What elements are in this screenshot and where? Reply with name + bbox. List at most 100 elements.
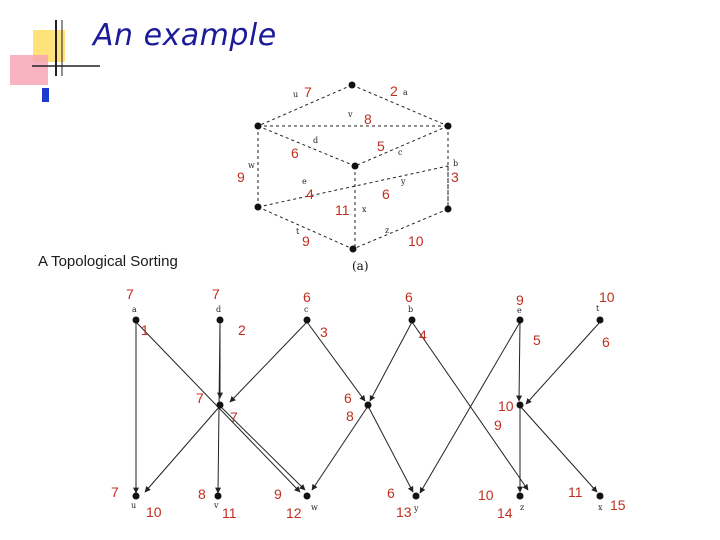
bottom-node-num: 9 — [274, 486, 282, 502]
edge-weight: 6 — [291, 145, 299, 161]
sort-node — [516, 401, 524, 409]
node-label: d — [313, 136, 318, 145]
sort-node — [132, 492, 140, 500]
node-label: a — [403, 88, 408, 97]
top-node-num: 6 — [405, 289, 413, 305]
bottom-node-idx: 10 — [146, 504, 162, 520]
sort-edge — [516, 321, 523, 402]
edge-a — [354, 125, 449, 167]
graph-a-node-labels: u a v d c e b w y x t z — [248, 88, 458, 236]
edge-weight: 2 — [390, 83, 398, 99]
edge-a — [352, 208, 449, 250]
node-label: z — [385, 226, 389, 235]
bottom-node-num: 8 — [198, 486, 206, 502]
mid-node-sub: 8 — [346, 408, 354, 424]
sorting-edge-numbers: 1 2 3 4 5 6 — [141, 322, 610, 350]
top-node-label: c — [304, 305, 309, 314]
edge-a — [257, 125, 356, 167]
edge-weight: 3 — [451, 169, 459, 185]
node-a-left — [254, 122, 262, 130]
node-a-bottom — [349, 245, 357, 253]
edge-weight: 10 — [408, 233, 424, 249]
edge-number: 3 — [320, 324, 328, 340]
sort-node — [216, 316, 224, 324]
graph-caption: (a) — [352, 259, 369, 273]
sort-edge — [369, 321, 413, 402]
top-node-label: a — [132, 305, 137, 314]
node-label: w — [248, 161, 255, 170]
sort-edge — [525, 321, 601, 405]
edge-weight: 9 — [237, 169, 245, 185]
sort-edge — [311, 405, 369, 491]
edge-weight: 7 — [304, 84, 312, 100]
sort-edge — [367, 405, 414, 493]
bottom-node-label: y — [413, 504, 419, 513]
logo-pink-square — [10, 55, 48, 85]
node-label: v — [347, 110, 353, 119]
graph-a — [257, 84, 449, 250]
sort-edge — [411, 321, 529, 491]
top-node-num: 7 — [212, 286, 220, 302]
bottom-node-label: w — [311, 503, 318, 512]
mid-node-sub: 9 — [494, 417, 502, 433]
mid-node-num: 7 — [196, 390, 204, 406]
edge-weight: 9 — [302, 233, 310, 249]
slide-title: An example — [93, 18, 277, 53]
sort-node — [596, 492, 604, 500]
bottom-node-label: u — [131, 501, 136, 510]
bottom-node-idx: 15 — [610, 497, 626, 513]
node-label: x — [362, 205, 367, 214]
top-node-num: 7 — [126, 286, 134, 302]
node-a-top — [348, 81, 356, 89]
edge-weight: 8 — [364, 111, 372, 127]
edge-number: 2 — [238, 322, 246, 338]
node-a-lower-left — [254, 203, 262, 211]
sort-edge — [229, 321, 308, 403]
edge-weight: 4 — [306, 186, 314, 202]
top-node-label: t — [596, 304, 600, 313]
sort-edge — [144, 405, 221, 493]
sort-node — [216, 401, 224, 409]
bottom-node-num: 6 — [387, 485, 395, 501]
edge-a — [257, 206, 354, 250]
edge-number: 4 — [419, 327, 427, 343]
sort-edge — [519, 405, 598, 493]
edge-number: 5 — [533, 332, 541, 348]
node-a-right — [444, 122, 452, 130]
bottom-node-idx: 12 — [286, 505, 302, 521]
sort-node — [596, 316, 604, 324]
logo-blue-bar — [42, 88, 49, 102]
node-a-center — [351, 162, 359, 170]
bottom-node-label: z — [520, 503, 524, 512]
sort-edge — [219, 405, 306, 491]
sorting-mid-labels: 7 7 6 8 10 9 — [196, 390, 514, 433]
top-node-num: 6 — [303, 289, 311, 305]
graph-a-weights: 7 2 8 6 5 9 3 4 6 11 9 10 — [237, 83, 459, 249]
edge-a — [257, 165, 449, 208]
sort-node — [214, 492, 222, 500]
bottom-node-num: 11 — [568, 484, 583, 500]
mid-node-num: 10 — [498, 398, 514, 414]
sort-node — [516, 492, 524, 500]
bottom-node-label: v — [213, 501, 219, 510]
sort-node — [412, 492, 420, 500]
edge-number: 6 — [602, 334, 610, 350]
edge-a — [257, 84, 353, 127]
graph-a-nodes — [254, 81, 452, 253]
edge-a — [351, 84, 449, 127]
edge-number: 1 — [141, 322, 149, 338]
slide-logo — [10, 20, 100, 102]
topological-sorting-label: A Topological Sorting — [38, 253, 178, 270]
node-label: c — [398, 148, 403, 157]
sorting-nodes — [132, 316, 604, 500]
top-node-label: e — [517, 306, 522, 315]
bottom-node-idx: 11 — [222, 505, 237, 521]
node-label: b — [453, 159, 458, 168]
bottom-node-num: 7 — [111, 484, 119, 500]
bottom-node-idx: 13 — [396, 504, 412, 520]
top-node-label: d — [216, 305, 221, 314]
bottom-node-num: 10 — [478, 487, 494, 503]
sort-edge — [306, 321, 366, 402]
edge-weight: 11 — [335, 202, 350, 218]
